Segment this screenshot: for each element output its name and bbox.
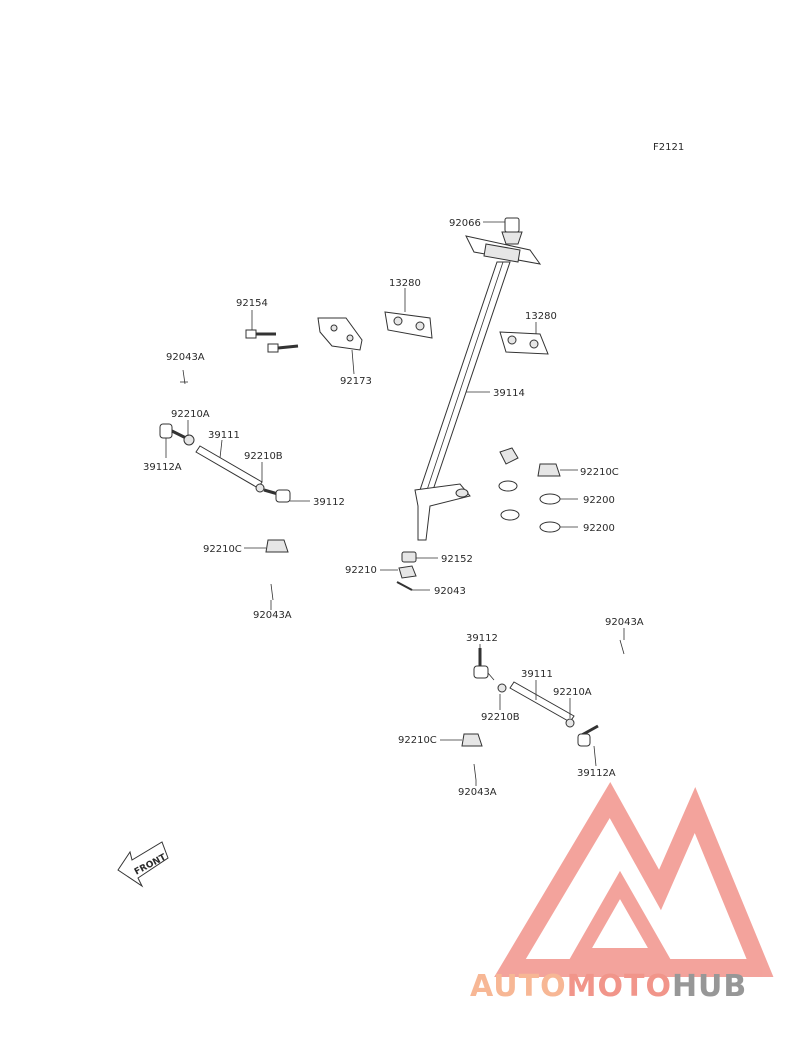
label-39112-1: 39112 xyxy=(313,497,345,508)
steering-shaft xyxy=(414,235,542,541)
label-13280-a: 13280 xyxy=(389,278,421,289)
cap-92066 xyxy=(501,217,523,245)
watermark-hub: HUB xyxy=(672,969,747,1004)
label-39112-2: 39112 xyxy=(466,633,498,644)
label-92043: 92043 xyxy=(434,586,466,597)
nut-group-right xyxy=(498,447,561,533)
watermark-logo: AUTOMOTOHUB xyxy=(470,781,774,1004)
label-92173: 92173 xyxy=(340,376,372,387)
label-39111-1: 39111 xyxy=(208,430,240,441)
label-92066: 92066 xyxy=(449,218,481,229)
clamp-92173 xyxy=(317,317,363,351)
label-39111-2: 39111 xyxy=(521,669,553,680)
label-92200-1: 92200 xyxy=(583,495,615,506)
watermark-text: AUTOMOTOHUB xyxy=(470,969,747,1004)
bracket-13280-b xyxy=(499,331,549,355)
front-arrow-icon: FRONT xyxy=(117,841,169,888)
leader-lines xyxy=(165,221,625,786)
pin-92043A-2 xyxy=(270,583,274,601)
label-92043A-4: 92043A xyxy=(458,787,497,798)
label-39112A-1: 39112A xyxy=(143,462,182,473)
bracket-13280-a xyxy=(384,311,433,339)
pin-92043A-3 xyxy=(619,639,625,655)
watermark-inner xyxy=(567,870,673,962)
label-92210: 92210 xyxy=(345,565,377,576)
figure-code: F2121 xyxy=(653,142,684,153)
tie-rod-right xyxy=(473,648,599,747)
label-92210C-3: 92210C xyxy=(398,735,437,746)
nut-92210C-3 xyxy=(461,733,483,747)
fasteners-center xyxy=(396,551,417,591)
watermark-auto: AUTO xyxy=(470,969,567,1004)
bolt-92154 xyxy=(245,329,299,353)
watermark-moto: MOTO xyxy=(567,969,672,1004)
label-92154: 92154 xyxy=(236,298,268,309)
label-92043A-3: 92043A xyxy=(605,617,644,628)
label-92043A-2: 92043A xyxy=(253,610,292,621)
label-92210C-2: 92210C xyxy=(580,467,619,478)
label-92200-2: 92200 xyxy=(583,523,615,534)
label-92152: 92152 xyxy=(441,554,473,565)
label-92043A-1: 92043A xyxy=(166,352,205,363)
label-39114: 39114 xyxy=(493,388,525,399)
label-92210A-2: 92210A xyxy=(553,687,592,698)
label-92210A-1: 92210A xyxy=(171,409,210,420)
label-92210C-1: 92210C xyxy=(203,544,242,555)
label-92210B-2: 92210B xyxy=(481,712,520,723)
pin-92043A-1 xyxy=(180,369,188,385)
pin-92043A-4 xyxy=(473,763,477,781)
label-13280-b: 13280 xyxy=(525,311,557,322)
nut-92210C-1 xyxy=(265,539,289,553)
part-labels: F2121 92066 13280 13280 92154 92173 9204… xyxy=(143,142,684,798)
watermark-triangle xyxy=(494,781,774,977)
label-92210B-1: 92210B xyxy=(244,451,283,462)
label-39112A-2: 39112A xyxy=(577,768,616,779)
